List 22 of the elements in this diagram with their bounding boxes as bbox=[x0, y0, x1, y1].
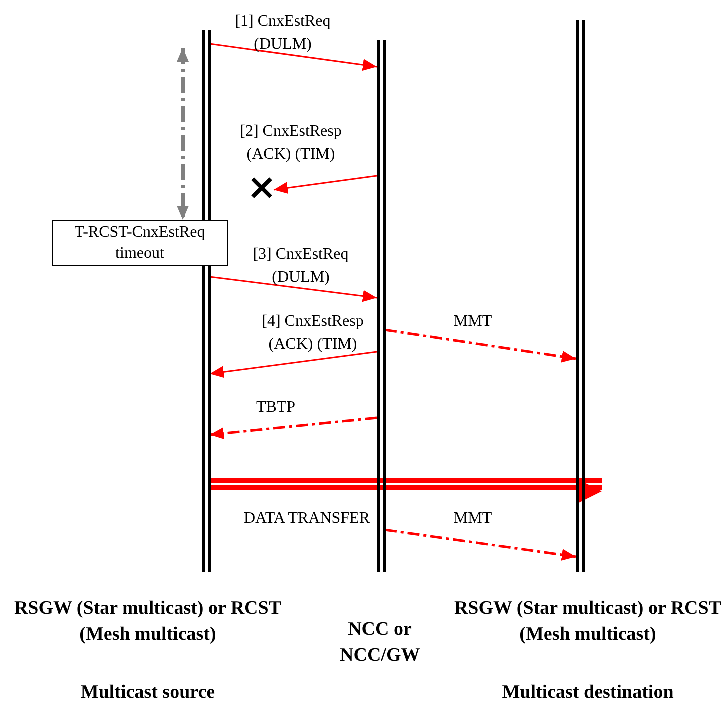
edge-label: DATA TRANSFER bbox=[242, 509, 371, 529]
participant-name: NCC or NCC/GW bbox=[340, 618, 420, 668]
edge-label: [3] CnxEstReq (DULM) bbox=[252, 245, 350, 288]
participant-role: Multicast source bbox=[80, 681, 216, 704]
edge-label: MMT bbox=[452, 509, 494, 529]
participant-name: RSGW (Star multicast) or RCST (Mesh multicast) bbox=[13, 597, 283, 647]
edge-label: MMT bbox=[452, 312, 494, 332]
participant-name: RSGW (Star multicast) or RCST (Mesh multicast) bbox=[453, 597, 723, 647]
arrow bbox=[210, 351, 378, 378]
arrow bbox=[274, 175, 378, 194]
arrow bbox=[384, 328, 576, 363]
arrow bbox=[210, 416, 378, 440]
edge-label: TBTP bbox=[255, 398, 297, 418]
arrow bbox=[384, 528, 576, 561]
edge-label: [2] CnxEstResp (ACK) (TIM) bbox=[239, 122, 343, 165]
timer-box: T-RCST-CnxEstReq timeout bbox=[52, 220, 228, 266]
edge-label: [1] CnxEstReq (DULM) bbox=[234, 12, 332, 55]
timer-arrow bbox=[177, 48, 189, 220]
participant-role: Multicast destination bbox=[501, 681, 675, 704]
arrow bbox=[210, 43, 378, 72]
edge-label: [4] CnxEstResp (ACK) (TIM) bbox=[261, 312, 365, 355]
arrow bbox=[210, 276, 378, 302]
